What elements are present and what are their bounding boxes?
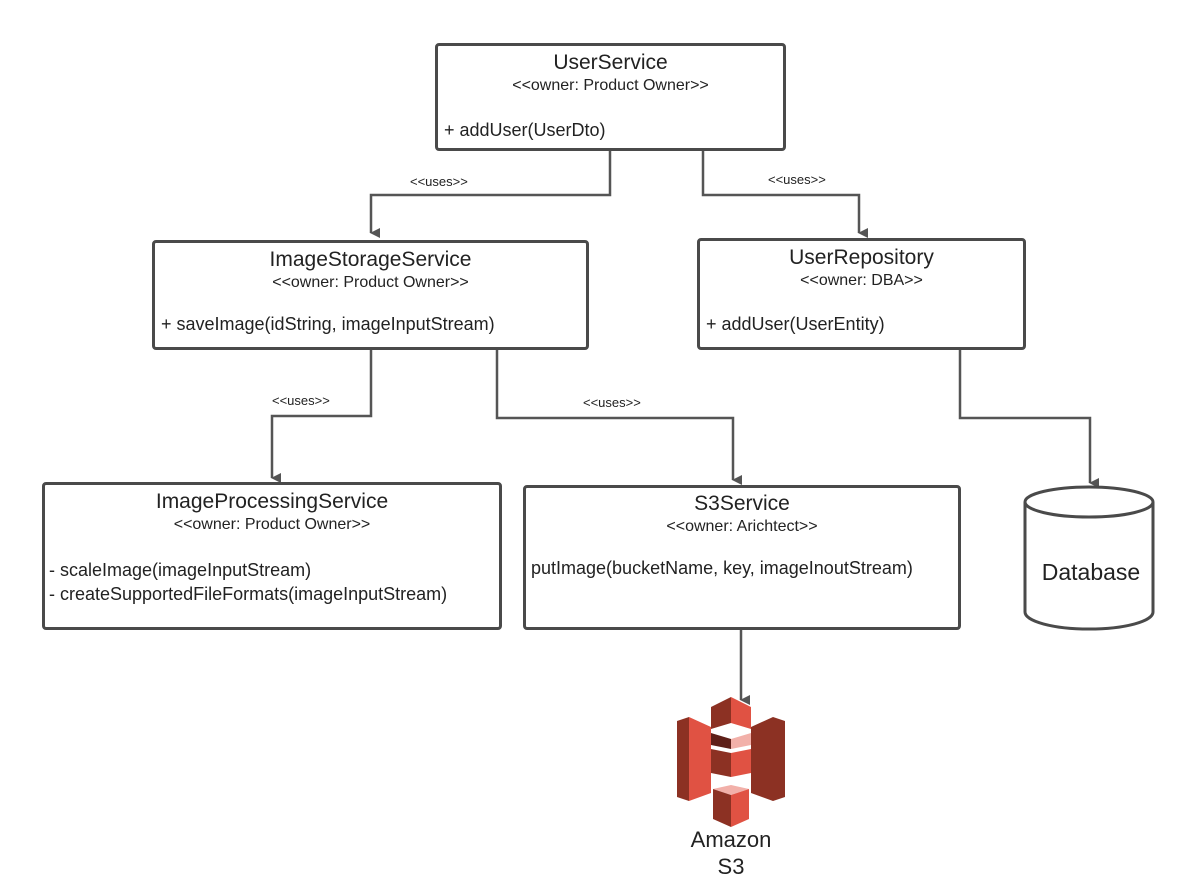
class-owner: <<owner: Product Owner>> [272, 274, 469, 291]
connector-imagestorage-to-processing [270, 349, 373, 483]
connector-user-to-imagestorage [369, 150, 612, 238]
image-processing-service-class[interactable]: ImageProcessingService <<owner: Product … [42, 482, 502, 630]
class-owner: <<owner: DBA>> [800, 272, 923, 289]
class-owner: <<owner: Arichtect>> [666, 518, 818, 535]
class-method: + addUser(UserDto) [444, 120, 606, 140]
class-title: S3Service [694, 492, 790, 515]
class-owner: <<owner: Product Owner>> [173, 516, 371, 533]
uses-label: <<uses>> [272, 393, 330, 408]
class-title: ImageProcessingService [155, 490, 389, 513]
user-repository-class[interactable]: UserRepository <<owner: DBA>> + addUser(… [697, 238, 1026, 350]
class-title: UserService [553, 51, 668, 74]
amazon-s3-label-line1: Amazon [690, 827, 772, 852]
class-method: + addUser(UserEntity) [706, 314, 885, 334]
amazon-s3-icon [677, 697, 785, 827]
connector-userrepo-to-database [958, 349, 1099, 488]
image-storage-service-class[interactable]: ImageStorageService <<owner: Product Own… [152, 240, 589, 350]
class-title: UserRepository [789, 246, 934, 269]
class-method: - createSupportedFileFormats(imageInputS… [49, 584, 448, 604]
class-method: - scaleImage(imageInputStream) [49, 560, 312, 580]
uses-label: <<uses>> [410, 174, 468, 189]
s3-service-class[interactable]: S3Service <<owner: Arichtect>> putImage(… [523, 485, 961, 630]
uses-label: <<uses>> [768, 172, 826, 187]
amazon-s3-label-line2: S3 [717, 854, 745, 879]
database-icon [1023, 485, 1155, 631]
uses-label: <<uses>> [583, 395, 641, 410]
connector-user-to-userrepo [701, 150, 868, 238]
connector-imagestorage-to-s3service [495, 349, 742, 485]
amazon-s3-label: Amazon S3 [671, 826, 791, 880]
database-label: Database [1041, 559, 1141, 585]
class-title: ImageStorageService [269, 248, 472, 271]
user-service-class[interactable]: UserService <<owner: Product Owner>> + a… [435, 43, 786, 151]
class-owner: <<owner: Product Owner>> [512, 77, 709, 94]
class-method: putImage(bucketName, key, imageInoutStre… [531, 558, 913, 578]
class-method: + saveImage(idString, imageInputStream) [161, 314, 495, 334]
